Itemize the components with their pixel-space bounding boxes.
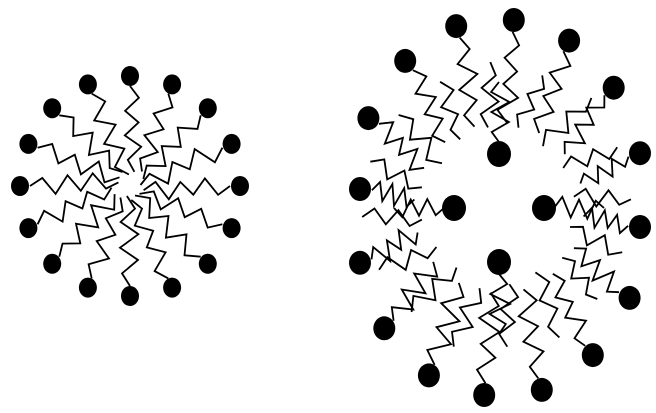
vesicle-outer-head bbox=[445, 14, 467, 38]
vesicle-outer-head bbox=[473, 383, 495, 407]
vesicle-outer-head bbox=[629, 141, 651, 165]
vesicle-outer-head bbox=[558, 29, 580, 53]
vesicle-outer-head bbox=[503, 8, 525, 32]
vesicle-outer-head bbox=[373, 316, 395, 340]
vesicle-outer-head bbox=[418, 363, 440, 387]
vesicle-outer-head bbox=[582, 343, 604, 367]
micelle-head bbox=[19, 134, 37, 154]
vesicle-outer-head bbox=[619, 286, 641, 310]
micelle-head bbox=[121, 286, 139, 306]
vesicle-outer-head bbox=[531, 378, 553, 402]
micelle-head bbox=[43, 254, 61, 274]
micelle-head bbox=[223, 218, 241, 238]
micelle-head bbox=[43, 98, 61, 118]
vesicle-outer-head bbox=[603, 76, 625, 100]
micelle-head bbox=[11, 176, 29, 196]
vesicle-outer-head bbox=[357, 106, 379, 130]
micelle-head bbox=[79, 278, 97, 298]
vesicle-inner-head bbox=[442, 195, 466, 221]
micelle-head bbox=[199, 98, 217, 118]
micelle-head bbox=[231, 176, 249, 196]
micelle-head bbox=[223, 134, 241, 154]
micelle-head bbox=[79, 74, 97, 94]
micelle-head bbox=[199, 254, 217, 274]
vesicle-outer-head bbox=[629, 215, 651, 239]
vesicle-outer-head bbox=[394, 49, 416, 73]
micelle-head bbox=[163, 278, 181, 298]
vesicle-inner-head bbox=[532, 195, 556, 221]
vesicle-outer-head bbox=[349, 251, 371, 275]
micelle-head bbox=[163, 74, 181, 94]
vesicle-outer-head bbox=[349, 177, 371, 201]
vesicle-inner-head bbox=[487, 141, 511, 167]
vesicle-inner-head bbox=[487, 249, 511, 275]
micelle-head bbox=[121, 66, 139, 86]
micelle-head bbox=[19, 218, 37, 238]
